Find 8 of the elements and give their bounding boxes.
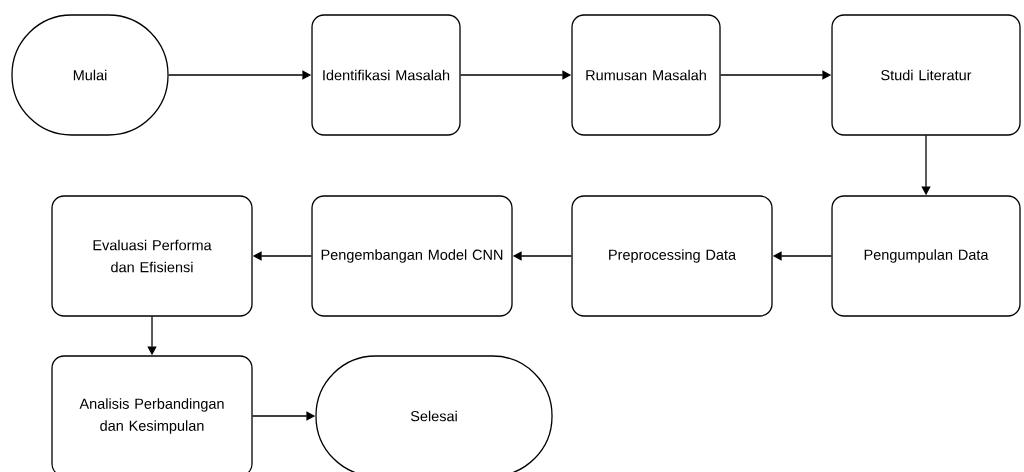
- process-box: Rumusan Masalah: [571, 14, 721, 136]
- process-box: Evaluasi Performa dan Efisiensi: [51, 195, 253, 317]
- process-box: Analisis Perbandingan dan Kesimpulan: [51, 355, 253, 472]
- process-box: Preprocessing Data: [571, 195, 773, 317]
- process-box: Pengembangan Model CNN: [311, 195, 513, 317]
- process-box: Studi Literatur: [831, 14, 1021, 136]
- process-box: Pengumpulan Data: [831, 195, 1021, 317]
- process-box: Identifikasi Masalah: [311, 14, 461, 136]
